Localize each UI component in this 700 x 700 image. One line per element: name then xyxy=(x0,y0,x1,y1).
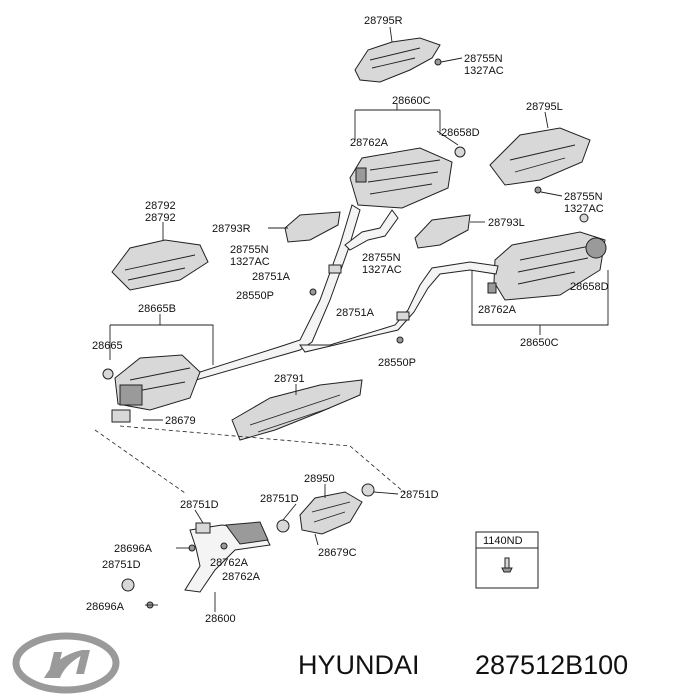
label-28660c: 28660C xyxy=(392,95,431,107)
connector-lines xyxy=(94,425,406,494)
label-28665: 28665 xyxy=(92,340,123,352)
label-28762a: 28762A xyxy=(350,137,389,149)
label-28751a: 28751A xyxy=(252,271,291,283)
bolt-box-1140nd xyxy=(475,531,539,589)
label-28696a: 28696A xyxy=(114,543,153,555)
part-number: 287512B100 xyxy=(475,650,628,680)
label-28791: 28791 xyxy=(274,373,305,385)
heat-shield-28793l xyxy=(414,214,485,249)
label-28751a: 28751A xyxy=(336,307,375,319)
label-28755n: 28755N xyxy=(464,53,503,65)
label-28755n: 28755N xyxy=(230,244,269,256)
heat-shield-28795r xyxy=(354,26,463,83)
label-1327ac: 1327AC xyxy=(564,203,604,215)
heat-shield-28795l xyxy=(489,111,591,197)
label-28950: 28950 xyxy=(304,473,335,485)
label-28793l: 28793L xyxy=(488,217,525,229)
hyundai-logo xyxy=(12,632,120,694)
label-28665b: 28665B xyxy=(138,303,176,315)
label-28751d: 28751D xyxy=(400,489,439,501)
label-28795r: 28795R xyxy=(364,15,403,27)
brand-name: HYUNDAI xyxy=(298,650,420,680)
bolt-icon xyxy=(501,567,513,573)
catalytic-converter-28950 xyxy=(276,483,399,546)
label-28658d: 28658D xyxy=(570,281,609,293)
label-28751d: 28751D xyxy=(180,499,219,511)
label-28679: 28679 xyxy=(165,415,196,427)
heat-shield-28793r xyxy=(268,211,341,243)
rear-muffler-28650c xyxy=(471,213,609,335)
label-28762a: 28762A xyxy=(222,571,261,583)
label-28755n: 28755N xyxy=(564,191,603,203)
front-pipe-28600 xyxy=(121,509,271,612)
label-28755n: 28755N xyxy=(362,252,401,264)
label-28762a: 28762A xyxy=(478,304,517,316)
label-28751d: 28751D xyxy=(102,559,141,571)
label-28679c: 28679C xyxy=(318,547,357,559)
center-muffler-28660c xyxy=(349,104,466,209)
front-muffler-28665b xyxy=(102,314,214,423)
label-28650c: 28650C xyxy=(520,337,559,349)
label-28658d: 28658D xyxy=(441,127,480,139)
heat-shield-28792 xyxy=(111,222,209,291)
label-28762a: 28762A xyxy=(210,557,249,569)
label-1327ac: 1327AC xyxy=(464,65,504,77)
label-28550p: 28550P xyxy=(236,290,274,302)
label-1327ac: 1327AC xyxy=(362,264,402,276)
label-28696a: 28696A xyxy=(86,601,125,613)
label-28751d: 28751D xyxy=(260,493,299,505)
label-1140nd: 1140ND xyxy=(483,535,523,547)
label-28792: 28792 xyxy=(145,200,176,212)
label-1327ac: 1327AC xyxy=(230,256,270,268)
label-28795l: 28795L xyxy=(526,101,563,113)
label-28600: 28600 xyxy=(205,613,236,625)
label-28792: 28792 xyxy=(145,212,176,224)
exhaust-pipes xyxy=(195,204,499,381)
label-28793r: 28793R xyxy=(212,223,251,235)
heat-shield-28791 xyxy=(231,379,363,441)
label-28550p: 28550P xyxy=(378,357,416,369)
